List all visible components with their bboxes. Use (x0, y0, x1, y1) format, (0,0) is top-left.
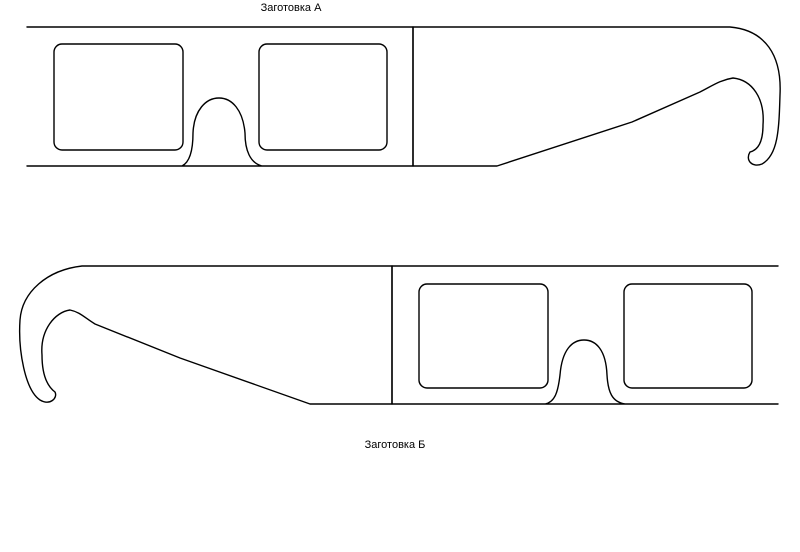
blank-a (26, 26, 781, 167)
blank-a-outline (26, 26, 781, 167)
blank-b-label: Заготовка Б (364, 439, 426, 451)
blank-a-left-lens (53, 43, 184, 151)
blank-b-outline (18, 265, 779, 405)
blank-a-label: Заготовка А (260, 2, 322, 14)
blank-b-left-lens (418, 283, 549, 389)
blank-a-right-lens (258, 43, 388, 151)
blank-b-right-lens (623, 283, 753, 389)
blank-b (18, 265, 779, 405)
